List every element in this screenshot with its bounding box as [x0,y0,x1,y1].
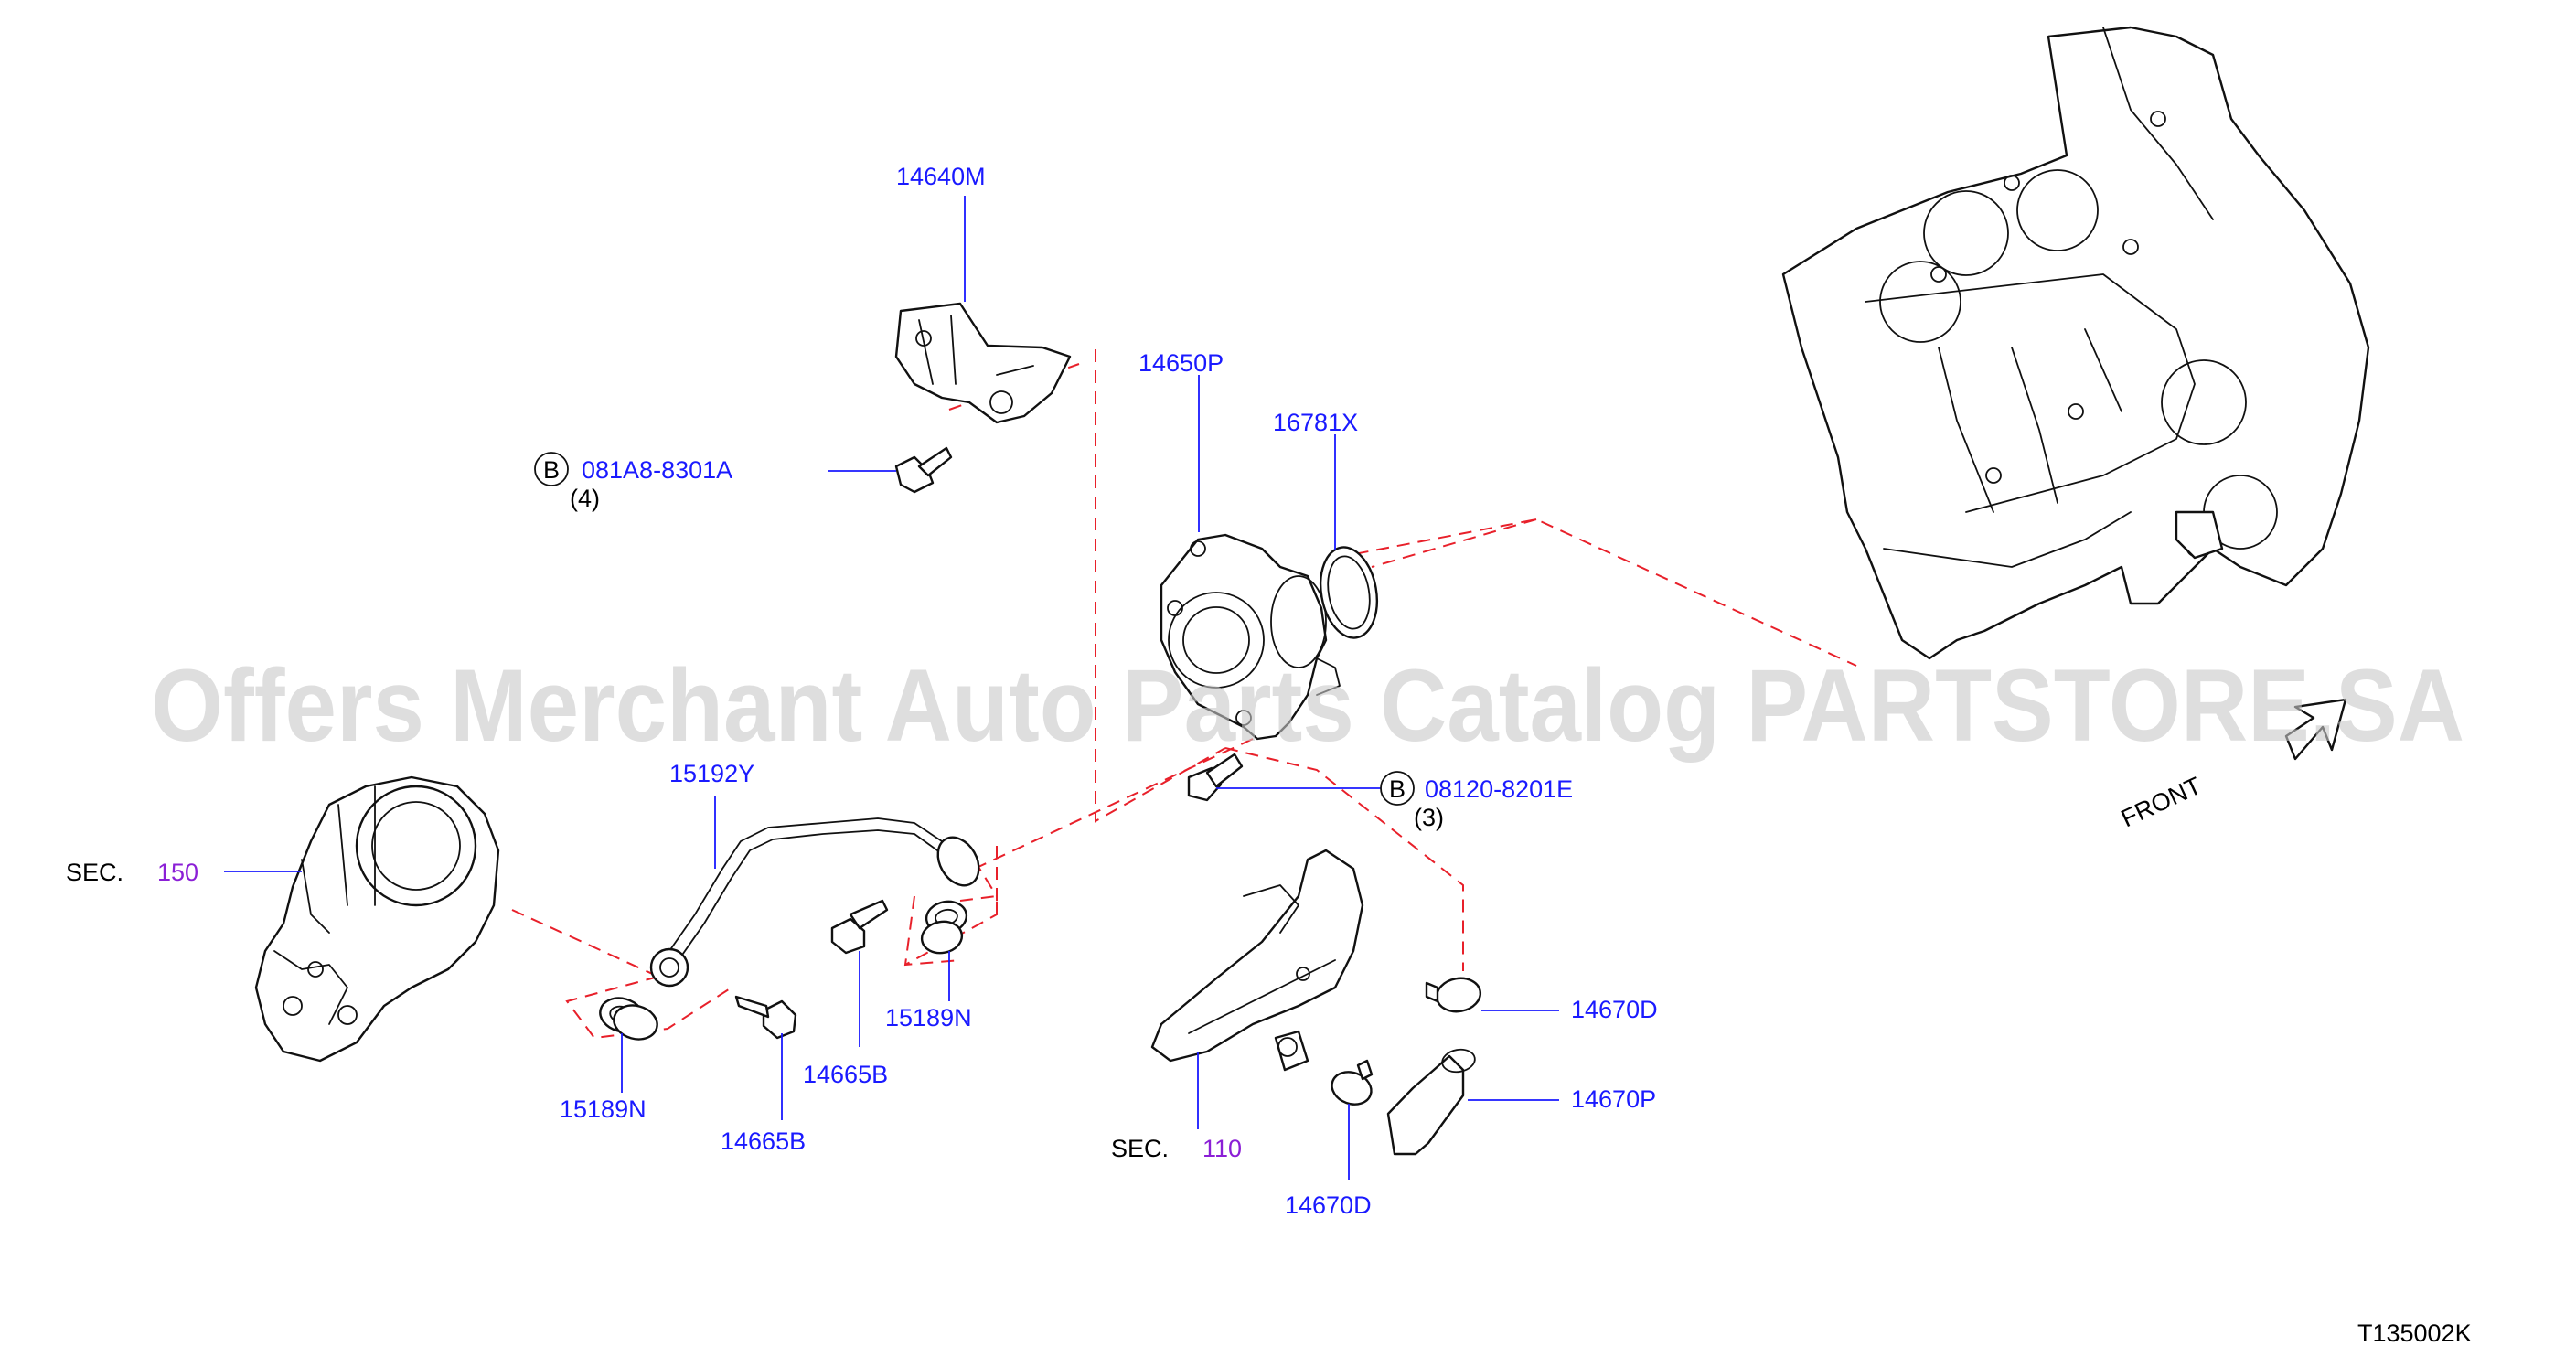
bolt-b-marker-icon [534,452,569,486]
watermark: Offers Merchant Auto Parts Catalog PARTS… [151,648,2464,763]
label-14665B-lower: 14665B [721,1127,806,1155]
bolt-b-marker-2: B [1389,775,1406,803]
turbocharger-sec150: SEC. 150 [66,775,500,1063]
clamp-14670D-upper: 14670D [1425,977,1658,1023]
cover-sec110: SEC. 110 [1111,849,1364,1162]
label-14670P: 14670P [1571,1085,1656,1113]
label-16781X: 16781X [1273,409,1358,436]
sec-number-110: 110 [1202,1135,1242,1162]
bolt-081A8-8301A: B 081A8-8301A (4) [534,446,953,512]
label-15189N-left: 15189N [560,1095,647,1123]
bolt-qty-3: (3) [1414,804,1444,831]
front-label: FRONT [2117,772,2206,832]
hose-14670P: 14670P [1386,1048,1656,1156]
bracket-14640M: 14640M [894,163,1072,424]
sec-number-150: 150 [157,859,198,886]
diagram-code: T135002K [2357,1320,2472,1347]
bolt-08120-8201E: B 08120-8201E (3) [1187,753,1573,831]
clamp-14670D-lower: 14670D [1285,1059,1374,1219]
label-14670D-upper: 14670D [1571,996,1658,1023]
bolt-14665B-lower: 14665B [721,995,806,1155]
bolt-b-marker-1: B [543,456,560,484]
bolt-qty-4: (4) [570,485,600,512]
washer-15189N-right: 15189N [885,900,972,1031]
label-15189N-right: 15189N [885,1004,972,1031]
bolt-b-marker-icon-2 [1380,771,1415,806]
bolt-part-08120-8201E: 08120-8201E [1425,775,1573,803]
label-14670D-lower: 14670D [1285,1191,1372,1219]
engine-block-illustration [1781,26,2370,660]
label-14640M: 14640M [896,163,986,190]
o-ring-16781X: 16781X [1273,409,1378,639]
label-14665B-upper: 14665B [803,1061,888,1088]
oil-pipe-15192Y: 15192Y [649,760,980,988]
sec-prefix-150: SEC. [66,859,123,886]
bolt-14665B-upper: 14665B [803,899,889,1088]
sec-prefix-110: SEC. [1111,1135,1169,1162]
label-15192Y: 15192Y [669,760,754,787]
vacuum-pump-14650P: 14650P [1138,349,1341,741]
washer-15189N-left: 15189N [560,997,658,1123]
bolt-part-081A8-8301A: 081A8-8301A [582,456,732,484]
label-14650P: 14650P [1138,349,1224,377]
